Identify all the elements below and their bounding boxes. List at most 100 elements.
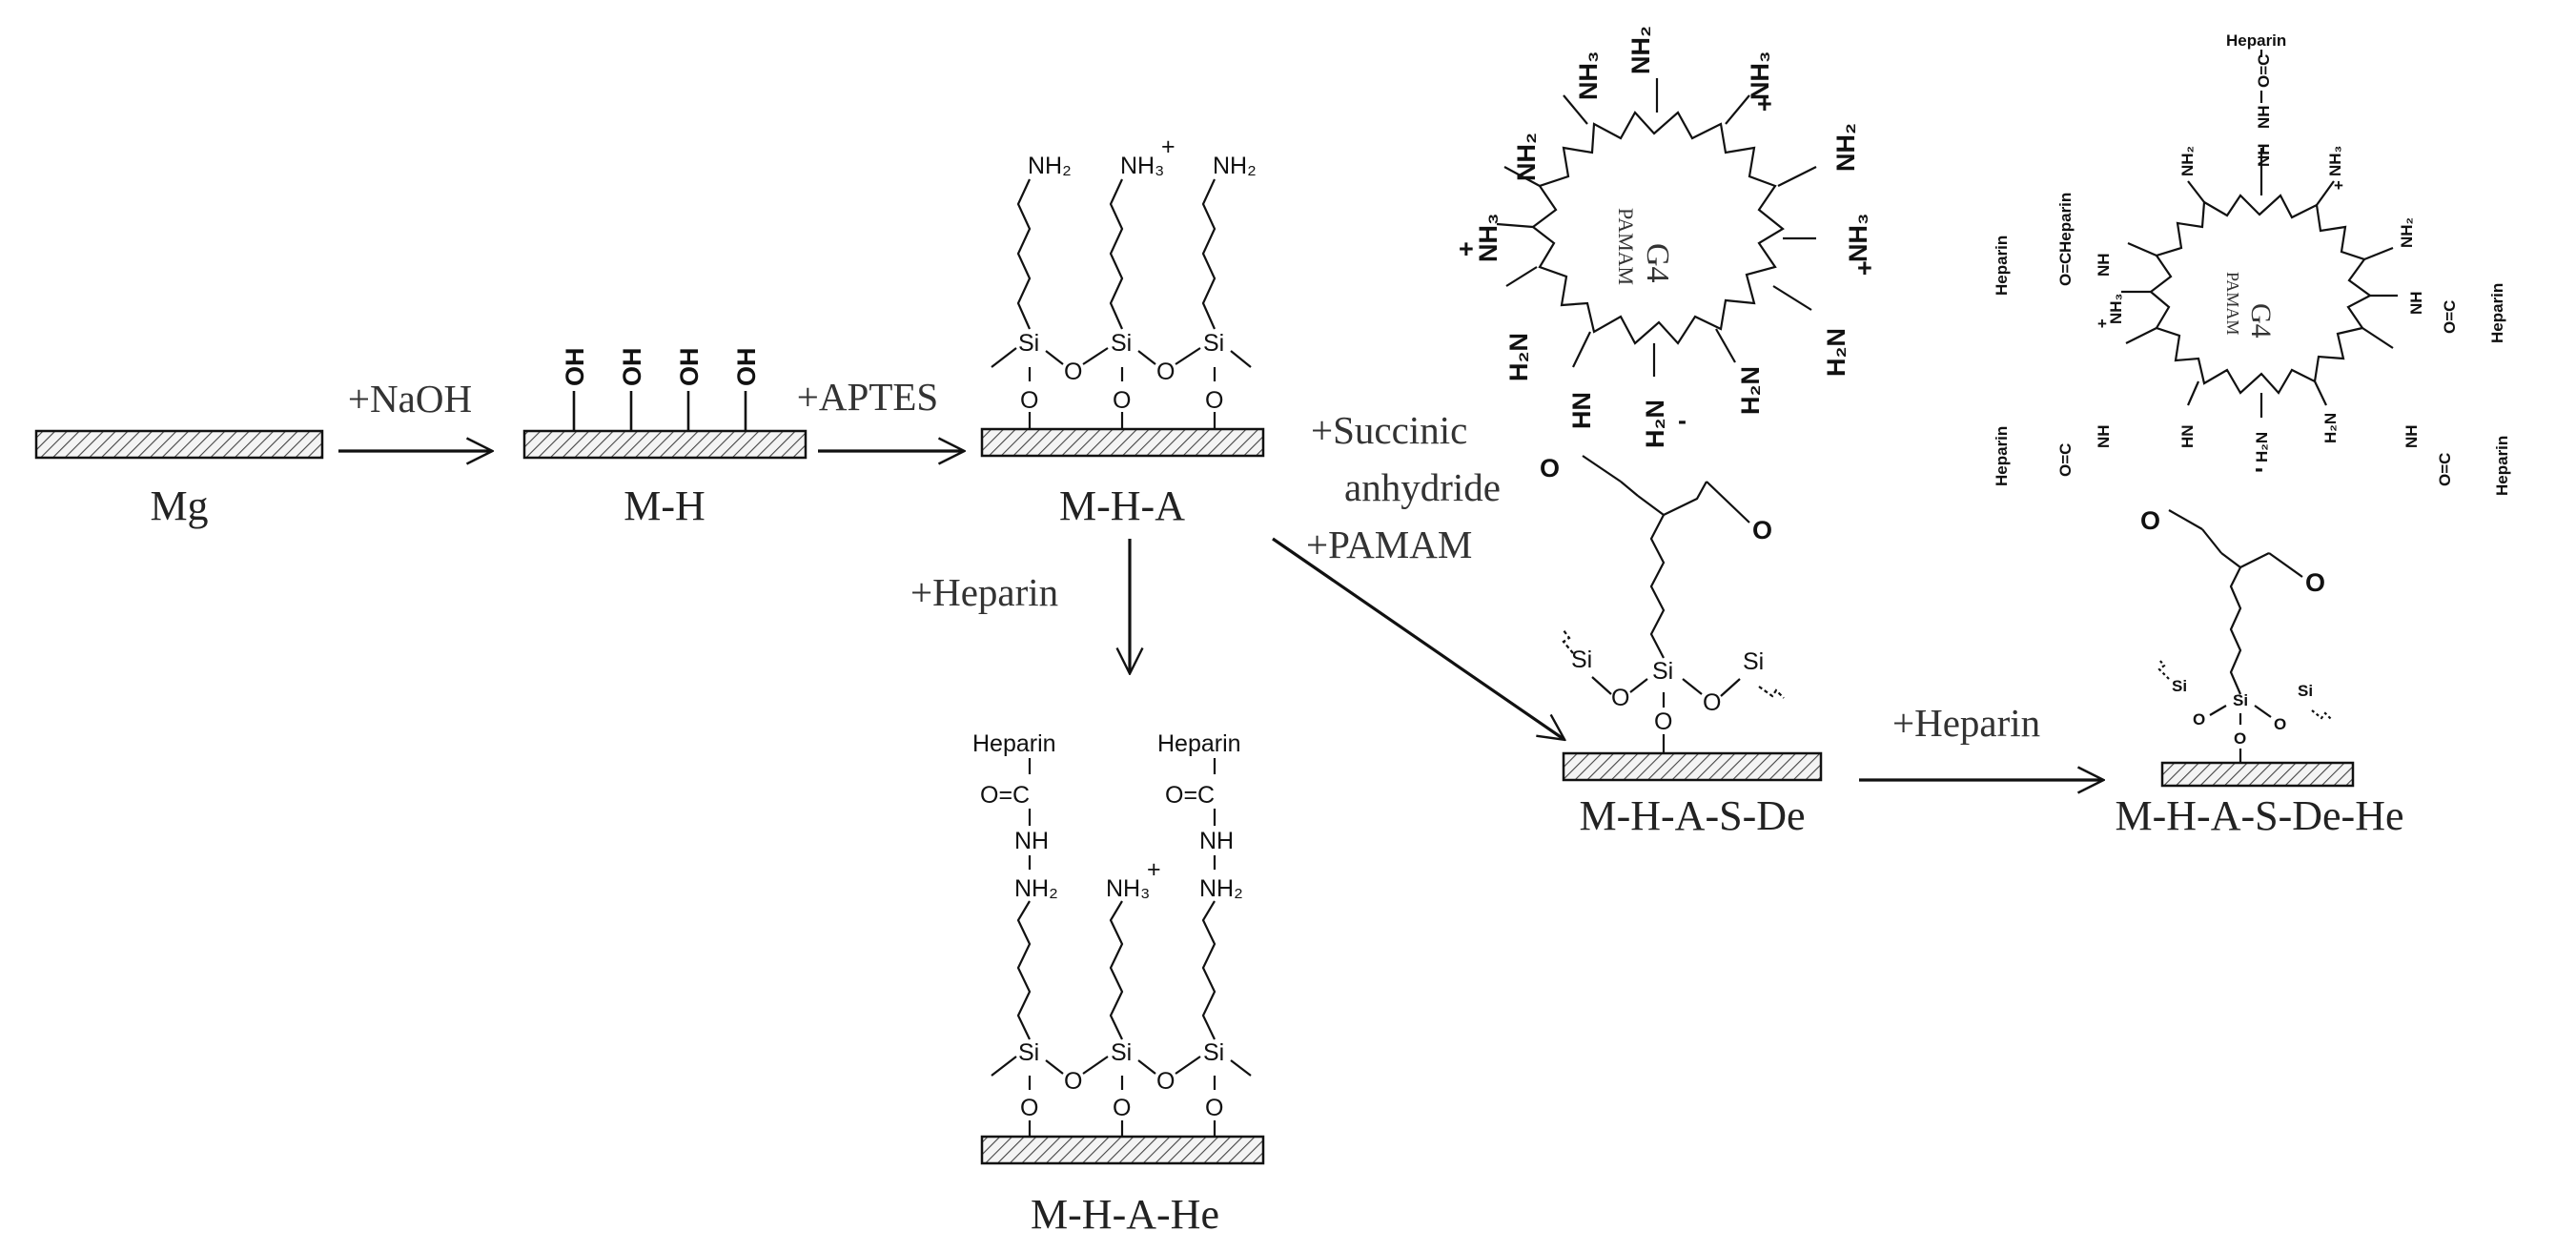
ammonium-group: NH₃ <box>2107 294 2125 324</box>
dendrimer-name: PAMAM <box>1614 208 1638 285</box>
heparin-label: Heparin <box>2488 283 2506 343</box>
oxygen-atom: O <box>1752 516 1772 544</box>
arrow-succinic-pamam <box>1272 537 1564 739</box>
oxygen-atom: O <box>1156 1068 1175 1095</box>
imine-group: NH <box>2255 143 2273 167</box>
silicon-atom: Si <box>2298 682 2313 700</box>
silicon-atom: Si <box>1652 658 1673 685</box>
ammonium-group: NH₃ <box>1746 51 1774 100</box>
heparin-label: Heparin <box>2493 436 2511 496</box>
carbonyl-group: O=C <box>2056 253 2075 286</box>
oxygen-atom: O <box>1611 685 1629 711</box>
heparin-label: Heparin <box>2226 31 2286 50</box>
charge-plus: + <box>1147 856 1161 883</box>
ammonium-group: NH₃ <box>1106 875 1150 902</box>
mha-structure: O O O Si Si Si O O NH₂ NH₃ + NH₂ <box>980 133 1265 458</box>
oxygen-atom: O <box>1064 359 1082 385</box>
mha-substrate-bar <box>980 427 1265 458</box>
silicon-atom: Si <box>1018 1039 1039 1066</box>
label-mha: M-H-A <box>1059 482 1185 529</box>
oxygen-atom: O <box>2193 710 2205 729</box>
carbonyl-group: O=C <box>1165 782 1215 809</box>
amine-group-h2n: H₂N <box>2253 432 2271 462</box>
charge-plus: + <box>2097 315 2107 333</box>
charge-plus: + <box>1459 235 1474 263</box>
amine-group: NH₂ <box>2178 146 2197 176</box>
charge-minus: - <box>2255 454 2263 482</box>
silicon-atom: Si <box>1203 1039 1224 1066</box>
mhasdehe-substrate-bar <box>2160 761 2355 788</box>
carbonyl-group: O=C <box>2255 54 2273 88</box>
reagent-naoh: +NaOH <box>348 377 472 421</box>
oxygen-atom: O <box>2305 568 2325 597</box>
heparin-label: Heparin <box>1157 730 1241 757</box>
silicon-atom: Si <box>1111 1039 1132 1066</box>
oxygen-atom: O <box>1064 1068 1082 1095</box>
silicon-atom: Si <box>1203 330 1224 357</box>
imine-group: NH <box>1014 828 1049 854</box>
carbonyl-group: O=C <box>2056 443 2075 477</box>
mhahe-structure: O O O Si Si Si O O NH₂ NH₃ + NH₂ NH O=C … <box>972 730 1265 1165</box>
amine-group: NH₂ <box>1213 153 1257 179</box>
oxygen-atom: O <box>2234 729 2246 748</box>
reagent-succinic-1: +Succinic <box>1311 408 1467 452</box>
oh-group: OH <box>732 348 761 387</box>
label-mhahe: M-H-A-He <box>1031 1191 1219 1238</box>
amine-group-h2n: H₂N <box>1504 333 1533 381</box>
amine-group: NH₂ <box>1028 153 1072 179</box>
imine-group: NH <box>2402 424 2421 448</box>
amine-group-h2n: H₂N <box>1736 366 1765 415</box>
oxygen-atom: O <box>1020 1095 1038 1121</box>
oxygen-atom: O <box>1113 387 1131 414</box>
reagent-heparin-right: +Heparin <box>1892 701 2040 745</box>
silicon-atom: Si <box>1743 648 1764 675</box>
imine-group: NH <box>2095 424 2113 448</box>
charge-plus: + <box>1161 133 1176 160</box>
mhahe-substrate-bar <box>980 1135 1265 1165</box>
label-mhasde: M-H-A-S-De <box>1579 792 1805 839</box>
amine-group-h2n: H₂N <box>2321 413 2340 443</box>
mhasdehe-structure: O Si O Si O Si O O - G4 PAMAM <box>1993 31 2511 788</box>
pamam-dendrimer-heparinized: G4 PAMAM NH NH O=C Heparin Heparin <box>1993 31 2511 496</box>
oxygen-atom: O <box>2274 715 2286 733</box>
oxygen-atom: O <box>1540 454 1560 482</box>
charge-plus: + <box>1857 254 1872 282</box>
pamam-dendrimer: G4 PAMAM NH₂ NH₃ NH₃ + NH₂ NH₂ NH₃ + NH₃ <box>1459 26 1872 448</box>
reagent-heparin-down: +Heparin <box>910 570 1058 614</box>
heparin-label: Heparin <box>2056 193 2075 253</box>
dendrimer-core <box>2149 194 2373 395</box>
silicon-atom: Si <box>2172 677 2187 695</box>
oh-group: OH <box>675 348 704 387</box>
mhasde-substrate-bar <box>1562 751 1823 782</box>
oxygen-atom: O <box>1020 387 1038 414</box>
imine-group: NH <box>2255 105 2273 129</box>
silicon-atom: Si <box>1571 647 1592 673</box>
silicon-atom: Si <box>1111 330 1132 357</box>
amine-group: NH₂ <box>1199 875 1243 902</box>
silicon-atom: Si <box>2233 691 2248 709</box>
ammonium-group: NH₃ <box>1844 214 1872 262</box>
dendrimer-generation: G4 <box>2245 303 2277 339</box>
heparin-label: Heparin <box>972 730 1056 757</box>
charge-minus: - <box>1678 406 1687 435</box>
oxygen-atom: O <box>1654 708 1672 735</box>
dendrimer-core <box>1531 111 1785 345</box>
imine-group: NH <box>2407 291 2425 315</box>
amine-group: NH₂ <box>1512 133 1541 181</box>
label-mh: M-H <box>624 482 705 529</box>
heparin-label: Heparin <box>1993 426 2011 486</box>
amine-group: NH₂ <box>1626 26 1655 74</box>
oxygen-atom: O <box>1205 1095 1223 1121</box>
imine-group: NH <box>2095 253 2113 277</box>
oh-group: OH <box>561 348 589 387</box>
label-mg: Mg <box>150 482 208 529</box>
mh-substrate-bar <box>522 429 808 460</box>
ammonium-group: NH₃ <box>2326 146 2344 176</box>
amine-group: NH₂ <box>1831 123 1860 172</box>
mhasde-structure: O Si O Si O Si O - O G4 PAMAM <box>1459 26 1872 782</box>
dendrimer-name: PAMAM <box>2223 272 2242 335</box>
carbonyl-group: O=C <box>2441 300 2459 334</box>
amine-group-h2n: H₂N <box>1641 400 1669 448</box>
carbonyl-group: O=C <box>980 782 1030 809</box>
